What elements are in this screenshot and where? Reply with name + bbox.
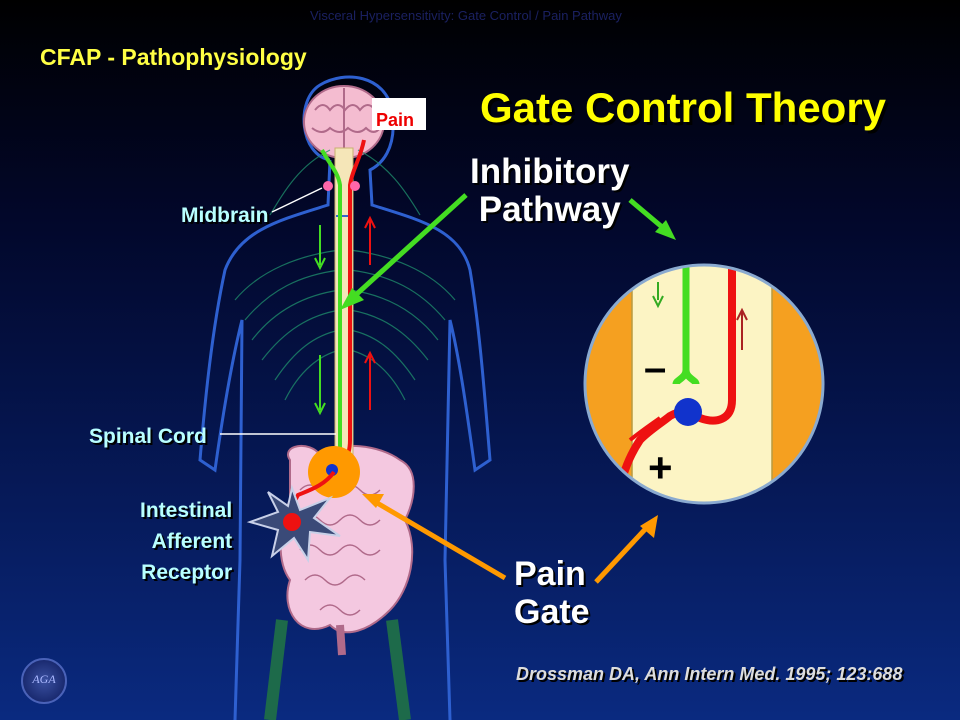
- inhibitory-arrows: [340, 193, 676, 310]
- inhibitory-label-line2: Pathway: [478, 190, 621, 229]
- plus-sign: +: [648, 444, 673, 491]
- main-title: Gate Control Theory: [480, 84, 887, 131]
- citation: Drossman DA, Ann Intern Med. 1995; 123:6…: [516, 664, 903, 684]
- spinal-cord-label: Spinal Cord: [89, 425, 207, 448]
- intestinal-label-line3: Receptor: [141, 561, 233, 584]
- aga-logo-text: AGA: [32, 672, 56, 686]
- gate-inset: [583, 263, 825, 505]
- intestinal-label-line2: Afferent: [151, 530, 233, 553]
- section-title: CFAP - Pathophysiology: [40, 44, 307, 70]
- intestinal-label-line1: Intestinal: [140, 499, 233, 522]
- midbrain-label: Midbrain: [181, 204, 269, 227]
- inhibitory-pathway-label: Inhibitory Pathway: [470, 153, 629, 229]
- pain-gate-label-line1: Pain: [514, 555, 586, 593]
- inhibitory-pathway: [319, 149, 342, 455]
- pain-gate-label-line2: Gate: [514, 593, 590, 631]
- faint-header: Visceral Hypersensitivity: Gate Control …: [310, 8, 622, 23]
- midbrain-node-right: [350, 181, 360, 191]
- aga-logo: AGA: [21, 658, 67, 704]
- peripheral-nerves: [234, 149, 456, 401]
- midbrain-leader: [271, 187, 323, 213]
- pain-gate-label: Pain Gate: [514, 555, 590, 631]
- intestinal-afferent-receptor-label: Intestinal Afferent Receptor: [140, 495, 232, 588]
- gate-arrows: [362, 494, 658, 584]
- receptor-dot: [283, 513, 301, 531]
- pain-label-box: [372, 98, 426, 130]
- body-outline: [198, 75, 492, 720]
- legs: [264, 619, 411, 720]
- midbrain-node-left: [323, 181, 333, 191]
- pain-label: Pain: [376, 110, 415, 130]
- inhibitory-label-line1: Inhibitory: [470, 152, 630, 191]
- minus-sign: –: [644, 346, 667, 390]
